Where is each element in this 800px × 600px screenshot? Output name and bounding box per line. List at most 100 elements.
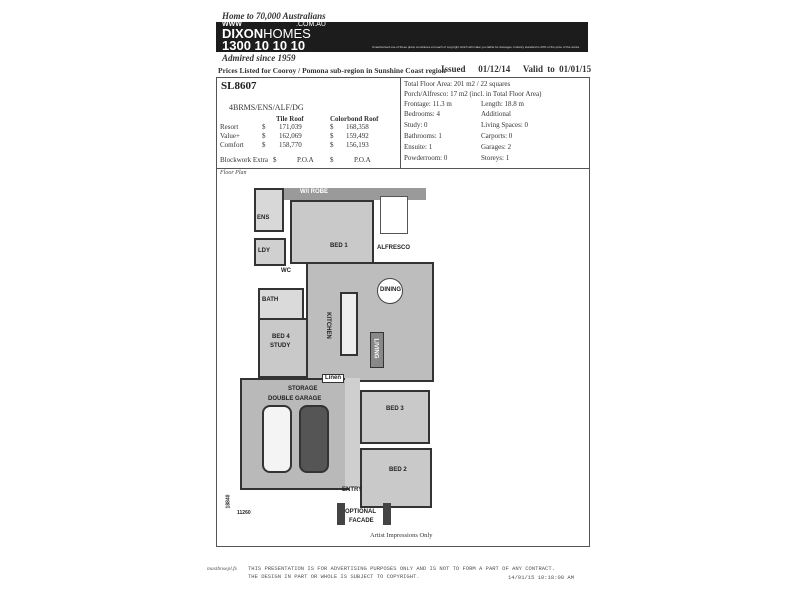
footer-disclaimer: THIS PRESENTATION IS FOR ADVERTISING PUR… — [248, 565, 555, 572]
spec-length: Length: 18.8 m — [481, 100, 524, 108]
label-optional: OPTIONAL — [345, 509, 376, 515]
spec-study: Study: 0 — [404, 121, 428, 129]
plan-code: SL8607 — [221, 80, 257, 92]
spec-porch: Porch/Alfresco: 17 m2 (incl. in Total Fl… — [404, 90, 542, 98]
alfresco-table — [380, 196, 408, 234]
brand-com: .COM.AU — [296, 21, 326, 28]
brand-homes: HOMES — [263, 26, 311, 41]
spec-storeys: Storeys: 1 — [481, 154, 510, 162]
label-ens: ENS — [257, 215, 270, 221]
spec-ensuite: Ensuite: 1 — [404, 143, 433, 151]
label-dining: DINING — [380, 287, 401, 294]
brand-banner — [216, 22, 588, 52]
floor-plan-title: Floor Plan — [220, 170, 247, 176]
artist-impression-caption: Artist Impressions Only — [370, 532, 433, 539]
colorbond-price: 168,358 — [346, 123, 369, 131]
room-ensuite — [254, 188, 284, 232]
col-colorbond-roof: Colorbond Roof — [330, 115, 379, 123]
currency: $ — [262, 141, 266, 149]
colorbond-price: 156,193 — [346, 141, 369, 149]
currency: $ — [330, 132, 334, 140]
slogan-bottom: Admired since 1959 — [222, 53, 296, 63]
label-robe: W/I ROBE — [300, 189, 328, 195]
issued-label: Issued — [441, 64, 466, 74]
issue-dates: Issued 01/12/14 Valid to 01/01/15 — [441, 64, 591, 75]
prices-listed: Prices Listed for Cooroy / Pomona sub-re… — [218, 66, 446, 75]
currency: $ — [330, 123, 334, 131]
room-bed2 — [360, 448, 432, 508]
issued-date: 01/12/14 — [478, 64, 511, 74]
plan-description: 4BRMS/ENS/ALF/DG — [229, 103, 304, 112]
car-dark — [299, 405, 329, 473]
car-white — [262, 405, 292, 473]
phone-number: 1300 10 10 10 — [222, 38, 306, 53]
tile-price: P.O.A — [297, 156, 314, 164]
label-entry: ENTRY — [342, 487, 363, 493]
spec-powderroom: Powderroom: 0 — [404, 154, 448, 162]
valid-date: 01/01/15 — [559, 64, 592, 74]
room-laundry — [254, 238, 286, 266]
dimension-width: 11260 — [237, 510, 251, 516]
brand-logo: DIXONHOMES — [222, 26, 311, 41]
label-wc: WC — [281, 268, 291, 274]
label-bath: BATH — [262, 297, 279, 303]
col-tile-roof: Tile Roof — [276, 115, 304, 123]
currency: $ — [330, 141, 334, 149]
facade-pillar — [337, 503, 345, 525]
label-bed1: BED 1 — [330, 243, 348, 249]
label-kitchen: KITCHEN — [324, 312, 331, 339]
room-bath — [258, 288, 304, 322]
sofa — [370, 332, 384, 368]
spec-bathrooms: Bathrooms: 1 — [404, 132, 442, 140]
footer-code: mastbnsepl.fx — [207, 566, 238, 572]
footer-timestamp: 14/01/15 10:18:00 AM — [508, 574, 575, 581]
kitchen-island — [340, 292, 358, 356]
divider — [216, 168, 589, 169]
spec-total-floor: Total Floor Area: 201 m2 / 22 squares — [404, 80, 511, 88]
spec-bedrooms: Bedrooms: 4 — [404, 110, 440, 118]
label-bed3: BED 3 — [386, 406, 404, 412]
colorbond-price: 159,492 — [346, 132, 369, 140]
room-bed1 — [290, 200, 374, 264]
row-name: Value+ — [220, 132, 240, 140]
hallway — [345, 378, 360, 488]
label-bed4: BED 4 — [272, 334, 290, 340]
spec-garages: Garages: 2 — [481, 143, 512, 151]
brand-dixon: DIXON — [222, 26, 264, 41]
valid-label: Valid to — [522, 64, 555, 74]
row-name: Comfort — [220, 141, 244, 149]
label-study: STUDY — [270, 343, 291, 349]
facade-pillar — [383, 503, 391, 525]
row-name: Resort — [220, 123, 239, 131]
label-facade: FACADE — [349, 518, 374, 524]
currency: $ — [262, 123, 266, 131]
label-storage: STORAGE — [288, 386, 318, 392]
tile-price: 162,069 — [279, 132, 302, 140]
spec-additional: Additional — [481, 110, 511, 118]
plan-sheet — [216, 77, 590, 547]
room-garage — [240, 378, 349, 490]
label-living: LIVING — [372, 338, 379, 359]
label-alfresco: ALFRESCO — [377, 245, 410, 251]
copyright-fine-print: Unauthorised use of these plans constitu… — [372, 45, 580, 49]
slogan-top: Home to 70,000 Australians — [222, 11, 326, 21]
spec-frontage: Frontage: 11.3 m — [404, 100, 452, 108]
dimension-depth: 18840 — [225, 494, 232, 509]
row-name: Blockwork Extra — [220, 156, 269, 164]
tile-price: 158,770 — [279, 141, 302, 149]
currency: $ — [262, 132, 266, 140]
footer-copyright: THE DESIGN IN PART OR WHOLE IS SUBJECT T… — [248, 573, 420, 580]
label-garage: DOUBLE GARAGE — [268, 396, 322, 402]
label-linen: Linen — [322, 374, 344, 383]
brand-www: WWW — [222, 21, 242, 28]
tile-price: 171,039 — [279, 123, 302, 131]
divider — [400, 77, 401, 168]
colorbond-price: P.O.A — [354, 156, 371, 164]
room-bed3 — [360, 390, 430, 444]
label-ldy: LDY — [258, 248, 270, 254]
spec-carports: Carports: 0 — [481, 132, 513, 140]
currency: $ — [330, 156, 334, 164]
spec-living: Living Spaces: 0 — [481, 121, 529, 129]
currency: $ — [273, 156, 277, 164]
label-bed2: BED 2 — [389, 467, 407, 473]
